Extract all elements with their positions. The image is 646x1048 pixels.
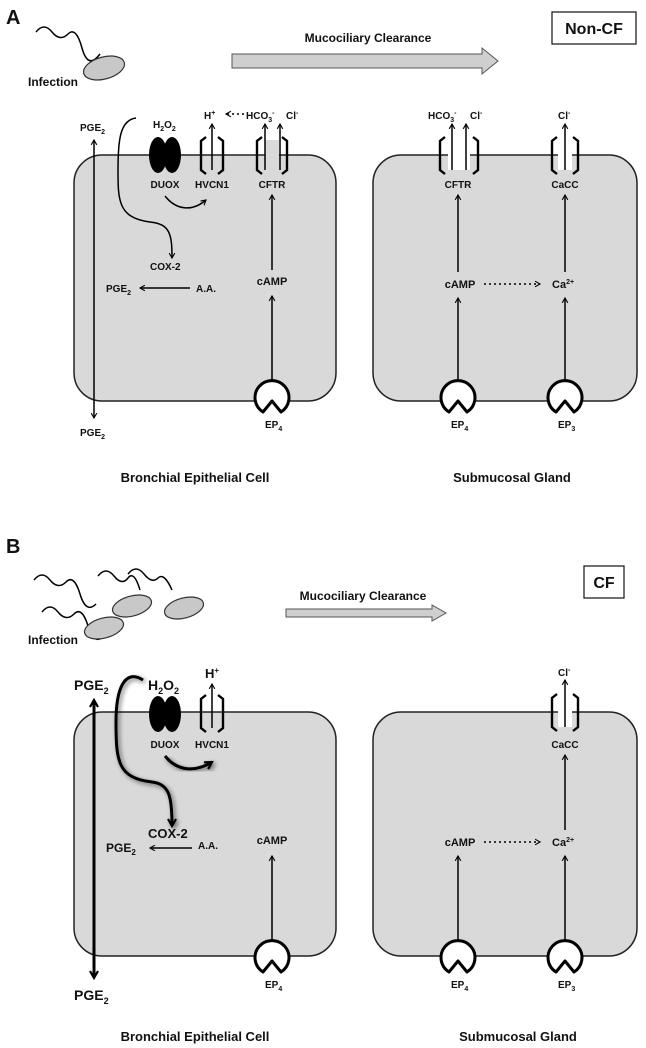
gland-cacc-cl-label: Cl- bbox=[558, 110, 571, 122]
aa-label: A.A. bbox=[198, 841, 218, 852]
bacterium-icon bbox=[82, 55, 126, 81]
infection-label: Infection bbox=[28, 75, 78, 89]
aa-label: A.A. bbox=[196, 284, 216, 295]
bacterium-icon bbox=[163, 596, 205, 620]
bacterium-icon bbox=[83, 616, 125, 640]
bacterium-icon bbox=[111, 594, 153, 618]
gland-ep3-label: EP3 bbox=[558, 420, 575, 433]
cftr-label: CFTR bbox=[259, 180, 286, 191]
h2o2-label: H2O2 bbox=[153, 120, 176, 133]
h-ion-label: H+ bbox=[205, 666, 219, 681]
ep4-label: EP4 bbox=[265, 420, 282, 433]
bacterium-flagellum bbox=[35, 26, 101, 62]
infection-label: Infection bbox=[28, 633, 78, 647]
gland-ep4-label: EP4 bbox=[451, 980, 468, 993]
mucociliary-label: Mucociliary Clearance bbox=[305, 31, 432, 45]
pge2-intracellular-label: PGE2 bbox=[106, 284, 131, 297]
pge2-intracellular-label: PGE2 bbox=[106, 841, 136, 857]
camp-label: cAMP bbox=[257, 835, 288, 847]
gland-cftr-channel bbox=[438, 136, 446, 175]
gland-ep4-receptor-icon bbox=[439, 939, 477, 974]
duox-to-hvcn1-arrow bbox=[164, 195, 207, 209]
hco3-label: HCO3- bbox=[246, 110, 275, 124]
pge2-bottom-label: PGE2 bbox=[80, 428, 105, 441]
panel-a: A Non-CF Mucociliary Clearance Infection… bbox=[6, 7, 638, 485]
gland-hco3-label: HCO3- bbox=[428, 110, 457, 124]
gland-camp-label: cAMP bbox=[445, 837, 476, 849]
condition-box bbox=[583, 565, 625, 599]
bec-caption: Bronchial Epithelial Cell bbox=[121, 470, 270, 485]
bacterium-flagellum bbox=[33, 574, 97, 609]
panel-b: B CF Mucociliary Clearance Infection PGE… bbox=[6, 536, 638, 1044]
gland-camp-label: cAMP bbox=[445, 279, 476, 291]
gland-ca-label: Ca2+ bbox=[552, 279, 574, 291]
cox2-label: COX-2 bbox=[148, 826, 188, 841]
gland-ca-label: Ca2+ bbox=[552, 837, 574, 849]
gland-cacc-channel bbox=[550, 693, 558, 732]
hvcn1-channel bbox=[199, 694, 207, 733]
gland-caption: Submucosal Gland bbox=[459, 1029, 577, 1044]
gland-ep4-label: EP4 bbox=[451, 420, 468, 433]
pge2-top-label: PGE2 bbox=[80, 123, 105, 136]
h2o2-to-cox2-arrow bbox=[117, 117, 176, 260]
ep4-receptor-icon bbox=[253, 939, 291, 974]
submucosal-gland-cell bbox=[372, 154, 638, 402]
mucociliary-arrow bbox=[285, 604, 448, 622]
mucociliary-arrow bbox=[231, 46, 499, 76]
pge2-bottom-label: PGE2 bbox=[74, 987, 109, 1006]
ep4-receptor-icon bbox=[253, 379, 291, 414]
bronchial-epithelial-cell bbox=[73, 711, 337, 957]
gland-ep3-receptor-icon bbox=[546, 939, 584, 974]
h2o2-to-cox2-arrow bbox=[114, 675, 172, 826]
duox-label: DUOX bbox=[151, 740, 180, 751]
duox-icon bbox=[149, 696, 167, 732]
duox-icon bbox=[149, 137, 167, 173]
gland-cl-label: Cl- bbox=[470, 110, 483, 122]
cl-label: Cl- bbox=[286, 110, 299, 122]
bronchial-epithelial-cell bbox=[73, 154, 337, 402]
camp-label: cAMP bbox=[257, 276, 288, 288]
condition-box bbox=[551, 11, 637, 45]
gland-cacc-label: CaCC bbox=[551, 740, 578, 751]
bec-caption: Bronchial Epithelial Cell bbox=[121, 1029, 270, 1044]
panel-letter-b: B bbox=[6, 536, 20, 558]
hvcn1-channel bbox=[199, 136, 207, 175]
gland-ep3-label: EP3 bbox=[558, 980, 575, 993]
gland-cacc-cl-label: Cl- bbox=[558, 667, 571, 679]
duox-to-hvcn1-arrow bbox=[163, 755, 212, 771]
gland-caption: Submucosal Gland bbox=[453, 470, 571, 485]
h2o2-label: H2O2 bbox=[148, 677, 179, 696]
submucosal-gland-cell bbox=[372, 711, 638, 957]
panel-letter-a: A bbox=[6, 7, 20, 29]
gland-cftr-label: CFTR bbox=[445, 180, 472, 191]
mucociliary-label: Mucociliary Clearance bbox=[300, 589, 427, 603]
h-ion-label: H+ bbox=[204, 110, 215, 122]
cox2-label: COX-2 bbox=[150, 262, 181, 273]
ep4-label: EP4 bbox=[265, 980, 282, 993]
condition-label: CF bbox=[593, 575, 615, 592]
gland-ep4-receptor-icon bbox=[439, 379, 477, 414]
gland-cacc-channel bbox=[550, 136, 558, 175]
hvcn1-label: HVCN1 bbox=[195, 180, 229, 191]
cftr-channel bbox=[255, 136, 263, 175]
hvcn1-label: HVCN1 bbox=[195, 740, 229, 751]
condition-label: Non-CF bbox=[565, 21, 623, 38]
gland-cacc-label: CaCC bbox=[551, 180, 578, 191]
pge2-top-label: PGE2 bbox=[74, 677, 109, 696]
duox-label: DUOX bbox=[151, 180, 180, 191]
gland-ep3-receptor-icon bbox=[546, 379, 584, 414]
